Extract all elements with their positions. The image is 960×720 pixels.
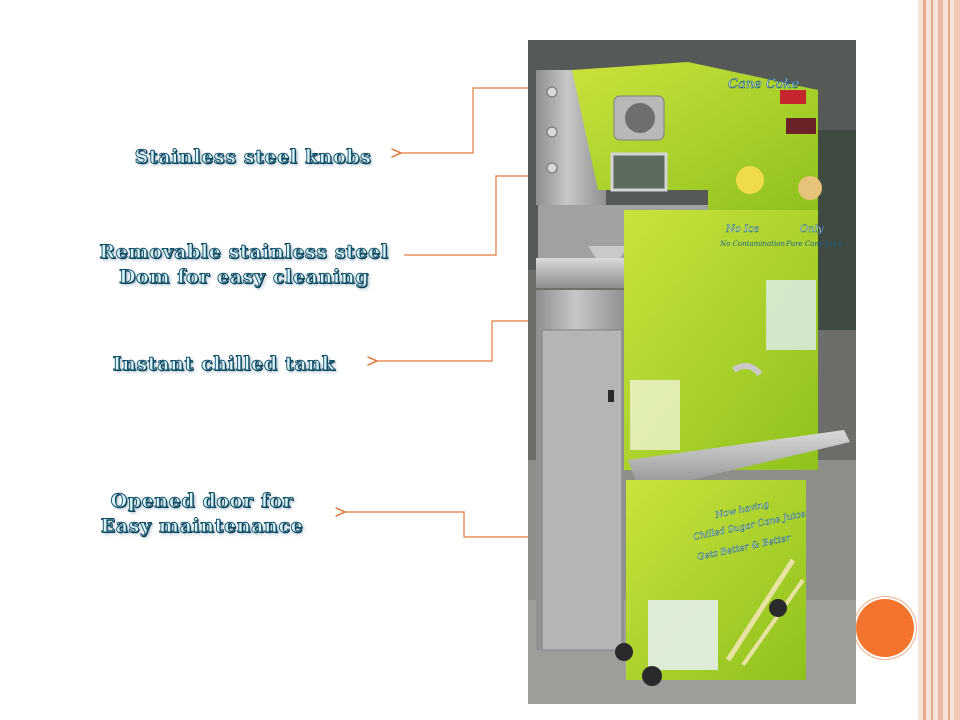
label-text: Stainless steel knobs (134, 146, 372, 169)
panel-text-left1: No Ice (725, 224, 760, 235)
slide-border-stripe (931, 0, 933, 720)
slide-border-stripe (923, 0, 926, 720)
label-text-line2: Easy maintenance (100, 515, 304, 538)
brand-text: Cane Coke (728, 77, 800, 92)
label-chilled-tank: Instant chilled tank (96, 352, 352, 377)
label-text-line1: Removable stainless steel (99, 241, 389, 264)
label-text-line1: Opened door for (110, 490, 294, 513)
callout-door-line (345, 512, 584, 538)
callout-knobs-line (401, 87, 548, 153)
label-opened-door: Opened door for Easy maintenance (84, 489, 320, 539)
slide-border-stripe (948, 0, 950, 720)
label-text-line2: Dom for easy cleaning (118, 266, 369, 289)
accent-circle (856, 599, 914, 657)
panel-text-left2: No Contamination (719, 240, 785, 248)
slide-border-stripe (954, 0, 960, 720)
panel-text-right2: Pure Cane Juice (785, 240, 843, 248)
label-text: Instant chilled tank (112, 353, 336, 376)
panel-text-right1: Only (800, 224, 824, 235)
machine-photo: Cane Coke No Ice No Contamination Only P… (528, 40, 856, 704)
label-stainless-knobs: Stainless steel knobs (118, 145, 388, 170)
slide-border-stripe (938, 0, 943, 720)
label-removable-dom: Removable stainless steel Dom for easy c… (80, 240, 408, 290)
